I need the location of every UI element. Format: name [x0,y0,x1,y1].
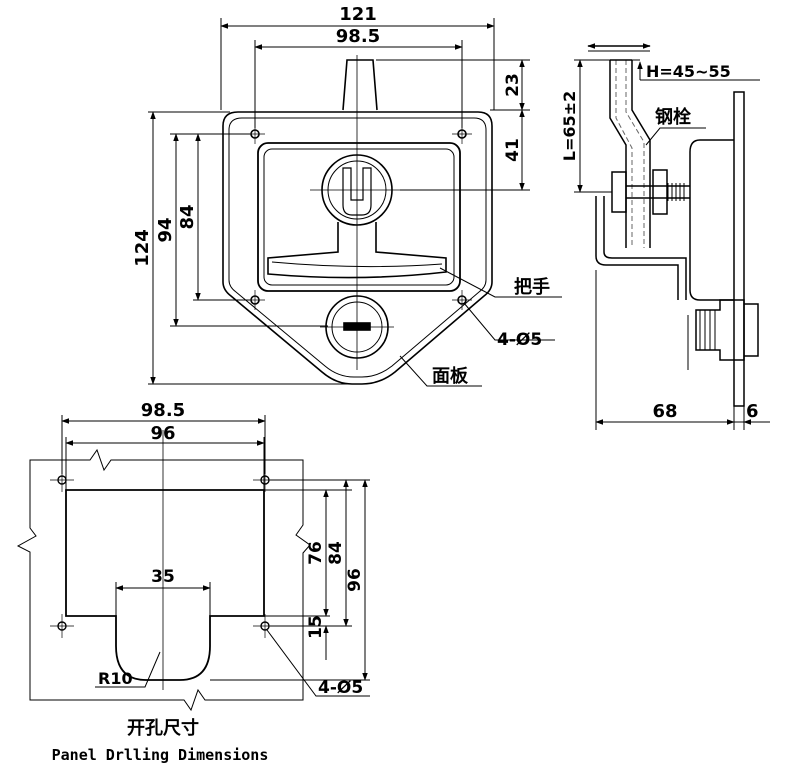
cutout-dim-holes: 98.5 [141,400,185,421]
leader-holes [463,302,555,341]
dim-height-94: 94 [155,217,176,242]
label-panel: 面板 [432,365,469,387]
handle-bar [267,222,447,279]
shaft-thread [667,183,685,201]
panel-outline [222,111,493,385]
cutout-dim-76: 76 [306,541,326,565]
cutout-view [16,430,311,712]
front-dimensions [148,18,562,387]
handle-recess-inner [263,148,455,286]
hub-slot [342,167,372,216]
panel-inner-outline [228,117,487,378]
dim-height-overall: 124 [132,229,153,267]
cutout-dim-notch: 35 [151,567,175,587]
front-view [222,55,493,385]
cutout-dim-84: 84 [326,541,346,565]
leader-radius [95,651,161,688]
side-dimensions [574,59,770,430]
cutout-title-cn: 开孔尺寸 [127,717,199,739]
dim-top-23: 23 [503,73,523,97]
label-holes-cutout: 4-Ø5 [318,678,363,698]
side-view [587,43,759,407]
label-radius: R10 [98,669,133,688]
dim-depth: 68 [652,401,677,422]
dim-l: L=65±2 [560,91,579,161]
panel-cutout [65,489,265,681]
label-bolt: 钢栓 [655,106,691,128]
cutout-dimensions [61,415,370,697]
side-panel-plate [733,91,745,407]
leader-bolt [645,127,706,146]
handle-recess [257,142,461,292]
cutout-title-en: Panel Drlling Dimensions [52,746,269,764]
cutout-dim-15: 15 [306,615,326,639]
cutout-panel-boundary [16,448,311,712]
cutout-dim-width: 96 [150,423,175,444]
side-housing [689,139,734,301]
dim-top-41: 41 [503,138,523,162]
leader-panel [399,355,482,387]
dim-height-84: 84 [177,204,198,229]
cutout-dim-96: 96 [345,568,365,592]
dim-width-overall: 121 [339,4,377,25]
label-handle: 把手 [514,276,550,298]
side-bracket [595,196,687,300]
label-holes-front: 4-Ø5 [497,330,542,350]
dim-flange: 6 [746,401,759,422]
leader-cutout-holes [266,629,370,697]
shaft-nut-2 [652,169,668,215]
leader-handle [439,267,562,298]
shaft-nut-1 [611,171,627,213]
dim-hole-spacing: 98.5 [336,26,380,47]
side-lock-cylinder [695,299,745,361]
dim-h: H=45~55 [646,62,731,81]
bolt-stub [342,59,378,111]
